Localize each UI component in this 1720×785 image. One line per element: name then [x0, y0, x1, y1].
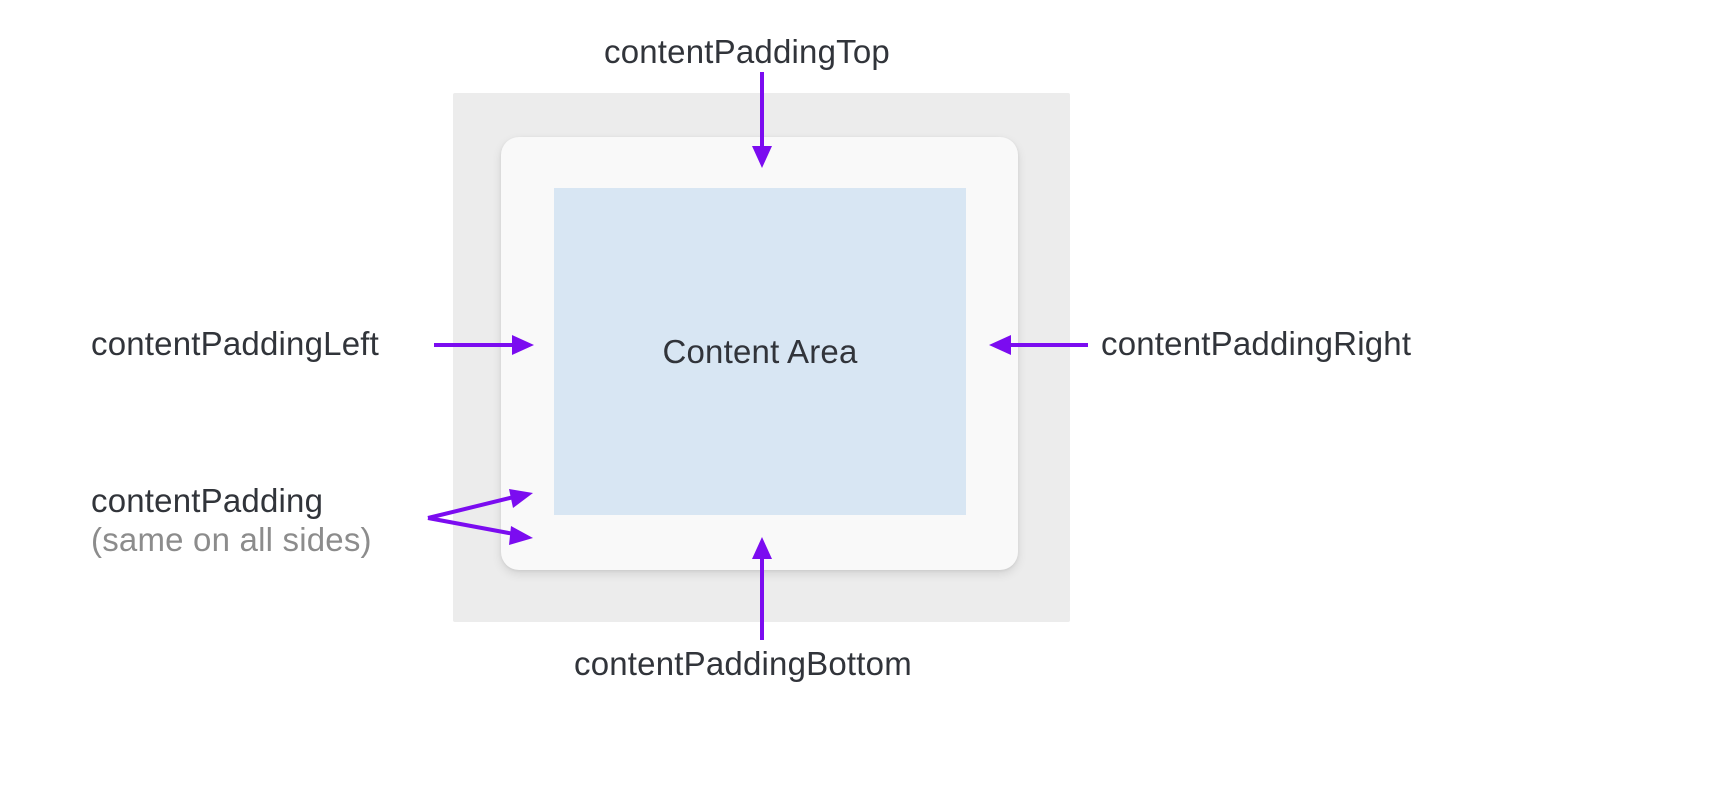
content-area-box: Content Area [554, 188, 966, 515]
label-content-padding-main: contentPadding [91, 482, 324, 519]
content-area-label: Content Area [662, 332, 858, 370]
label-content-padding-note: (same on all sides) [91, 521, 372, 558]
label-content-padding-all: contentPadding (same on all sides) [91, 484, 372, 556]
label-content-padding-right: contentPaddingRight [1101, 325, 1412, 362]
label-content-padding-top: contentPaddingTop [604, 33, 890, 70]
label-content-padding-bottom: contentPaddingBottom [574, 645, 912, 682]
label-content-padding-left: contentPaddingLeft [91, 325, 379, 362]
